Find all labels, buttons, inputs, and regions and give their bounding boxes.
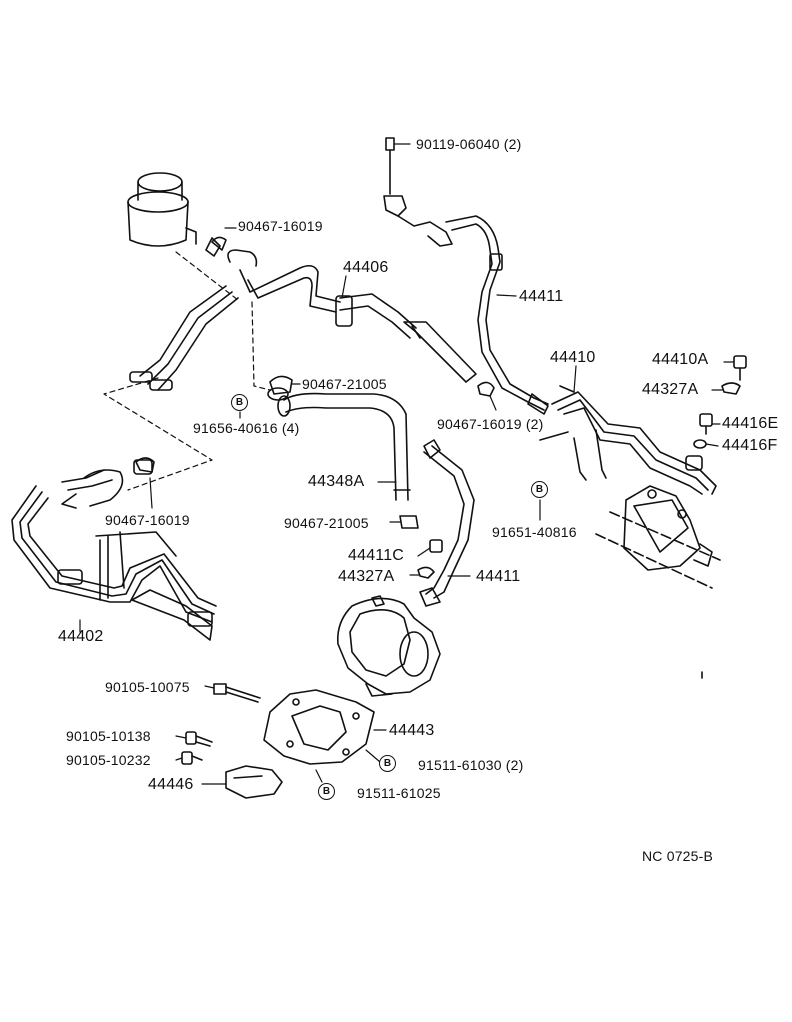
label-90105-10232: 90105-10232 xyxy=(66,752,151,768)
label-44348A: 44348A xyxy=(308,473,365,490)
hose-44406 xyxy=(335,293,477,383)
steering-gear xyxy=(595,485,721,589)
label-44416F: 44416F xyxy=(722,437,778,454)
label-91651-40816: 91651-40816 xyxy=(492,524,577,540)
bracket-44443 xyxy=(263,689,375,765)
label-44411-mid: 44411 xyxy=(476,568,521,585)
reservoir-tank xyxy=(127,172,197,247)
label-44416E: 44416E xyxy=(722,415,779,432)
label-91511-61025: 91511-61025 xyxy=(357,785,441,801)
label-90467-16019-top: 90467-16019 xyxy=(238,218,323,234)
label-90105-10138: 90105-10138 xyxy=(66,728,151,744)
label-44410: 44410 xyxy=(550,349,596,366)
b-badge-91651: B xyxy=(531,481,548,498)
label-90467-16019-x2: 90467-16019 (2) xyxy=(437,416,544,432)
label-44327A-right: 44327A xyxy=(642,381,699,398)
bracket-44446 xyxy=(225,765,283,799)
hose-44410 xyxy=(539,385,717,495)
reservoir-lines xyxy=(129,237,341,391)
hose-44411-mid xyxy=(419,439,475,607)
leader-lines xyxy=(103,301,271,491)
cooler-pipe-44402 xyxy=(11,459,217,641)
label-44411C: 44411C xyxy=(348,547,405,564)
b-badge-91511-61025: B xyxy=(318,783,335,800)
label-44406: 44406 xyxy=(343,259,389,276)
b-badge-91511-61030: B xyxy=(379,755,396,772)
label-44446: 44446 xyxy=(148,776,194,793)
power-steering-pump xyxy=(336,595,441,697)
label-44443: 44443 xyxy=(389,722,435,739)
label-44410A: 44410A xyxy=(652,351,709,368)
fasteners xyxy=(135,236,747,765)
label-91511-61030: 91511-61030 (2) xyxy=(418,757,524,773)
callout-lines xyxy=(79,143,735,785)
label-90467-16019-left: 90467-16019 xyxy=(105,512,190,528)
label-44327A-center: 44327A xyxy=(338,568,395,585)
label-90105-10075: 90105-10075 xyxy=(105,679,190,695)
label-90467-21005-b: 90467-21005 xyxy=(284,515,369,531)
label-90119-06040: 90119-06040 (2) xyxy=(416,136,522,152)
label-90467-21005-a: 90467-21005 xyxy=(302,376,387,392)
label-44411-top: 44411 xyxy=(519,288,564,305)
hose-44348A xyxy=(267,387,411,501)
diagram-code: NC 0725-B xyxy=(642,848,714,864)
label-44402: 44402 xyxy=(58,628,104,645)
b-badge-91656: B xyxy=(231,394,248,411)
pressure-line-top xyxy=(383,137,549,415)
label-91656-40616: 91656-40616 (4) xyxy=(193,420,300,436)
